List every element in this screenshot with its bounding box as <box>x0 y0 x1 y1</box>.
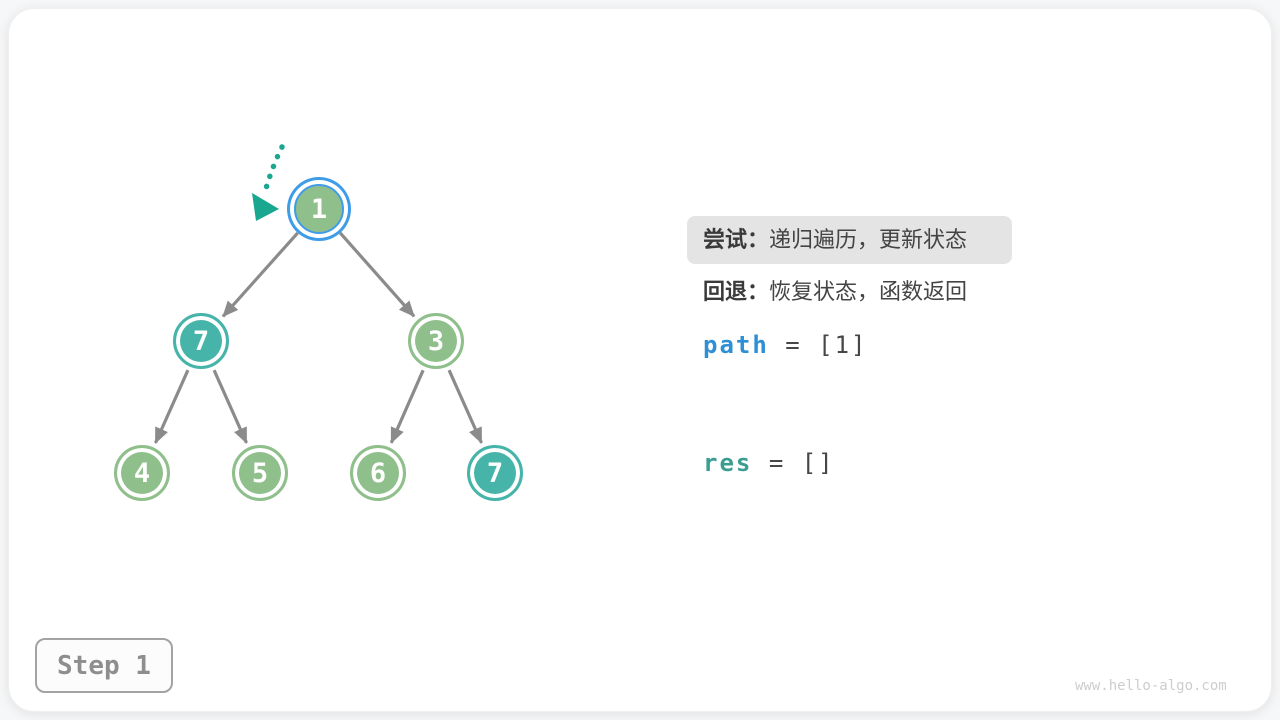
path-variable-name: path <box>703 331 769 359</box>
tree-node-6: 6 <box>350 445 406 501</box>
step-label: Step 1 <box>57 650 151 681</box>
back-label: 回退： <box>703 279 770 304</box>
try-label: 尝试： <box>703 227 770 252</box>
watermark: www.hello-algo.com <box>1075 678 1227 694</box>
tree-edge-1-7 <box>221 231 299 318</box>
path-variable-value: = [1] <box>785 331 868 359</box>
tree-node-1-current: 1 <box>294 184 344 234</box>
node-label: 3 <box>427 325 445 357</box>
tree-edge-3-6 <box>389 369 425 444</box>
tree-edge-1-3 <box>339 231 416 318</box>
traversal-arrow-icon <box>252 144 285 221</box>
try-text: 递归遍历，更新状态 <box>769 227 968 252</box>
node-label: 1 <box>310 193 328 225</box>
node-label: 7 <box>486 457 504 489</box>
tree-node-4: 4 <box>114 445 170 501</box>
tree-node-7-right: 7 <box>467 445 523 501</box>
res-variable-value: = [] <box>768 449 835 477</box>
node-label: 4 <box>133 457 151 489</box>
tree-node-7-left: 7 <box>173 313 229 369</box>
back-callout: 回退：恢复状态，函数返回 <box>703 278 967 306</box>
tree-edge-7-5 <box>212 369 248 444</box>
try-callout: 尝试：递归遍历，更新状态 <box>687 216 1012 264</box>
tree-edge-3-7 <box>447 369 483 444</box>
tree-node-5: 5 <box>232 445 288 501</box>
res-variable-line: res = [] <box>703 449 835 477</box>
path-variable-line: path = [1] <box>703 331 868 359</box>
step-badge: Step 1 <box>35 638 173 693</box>
back-text: 恢复状态，函数返回 <box>769 279 968 304</box>
tree-edge-7-4 <box>154 369 190 444</box>
tree-node-3: 3 <box>408 313 464 369</box>
node-label: 5 <box>251 457 269 489</box>
node-label: 7 <box>192 325 210 357</box>
res-variable-name: res <box>703 449 753 477</box>
node-label: 6 <box>369 457 387 489</box>
